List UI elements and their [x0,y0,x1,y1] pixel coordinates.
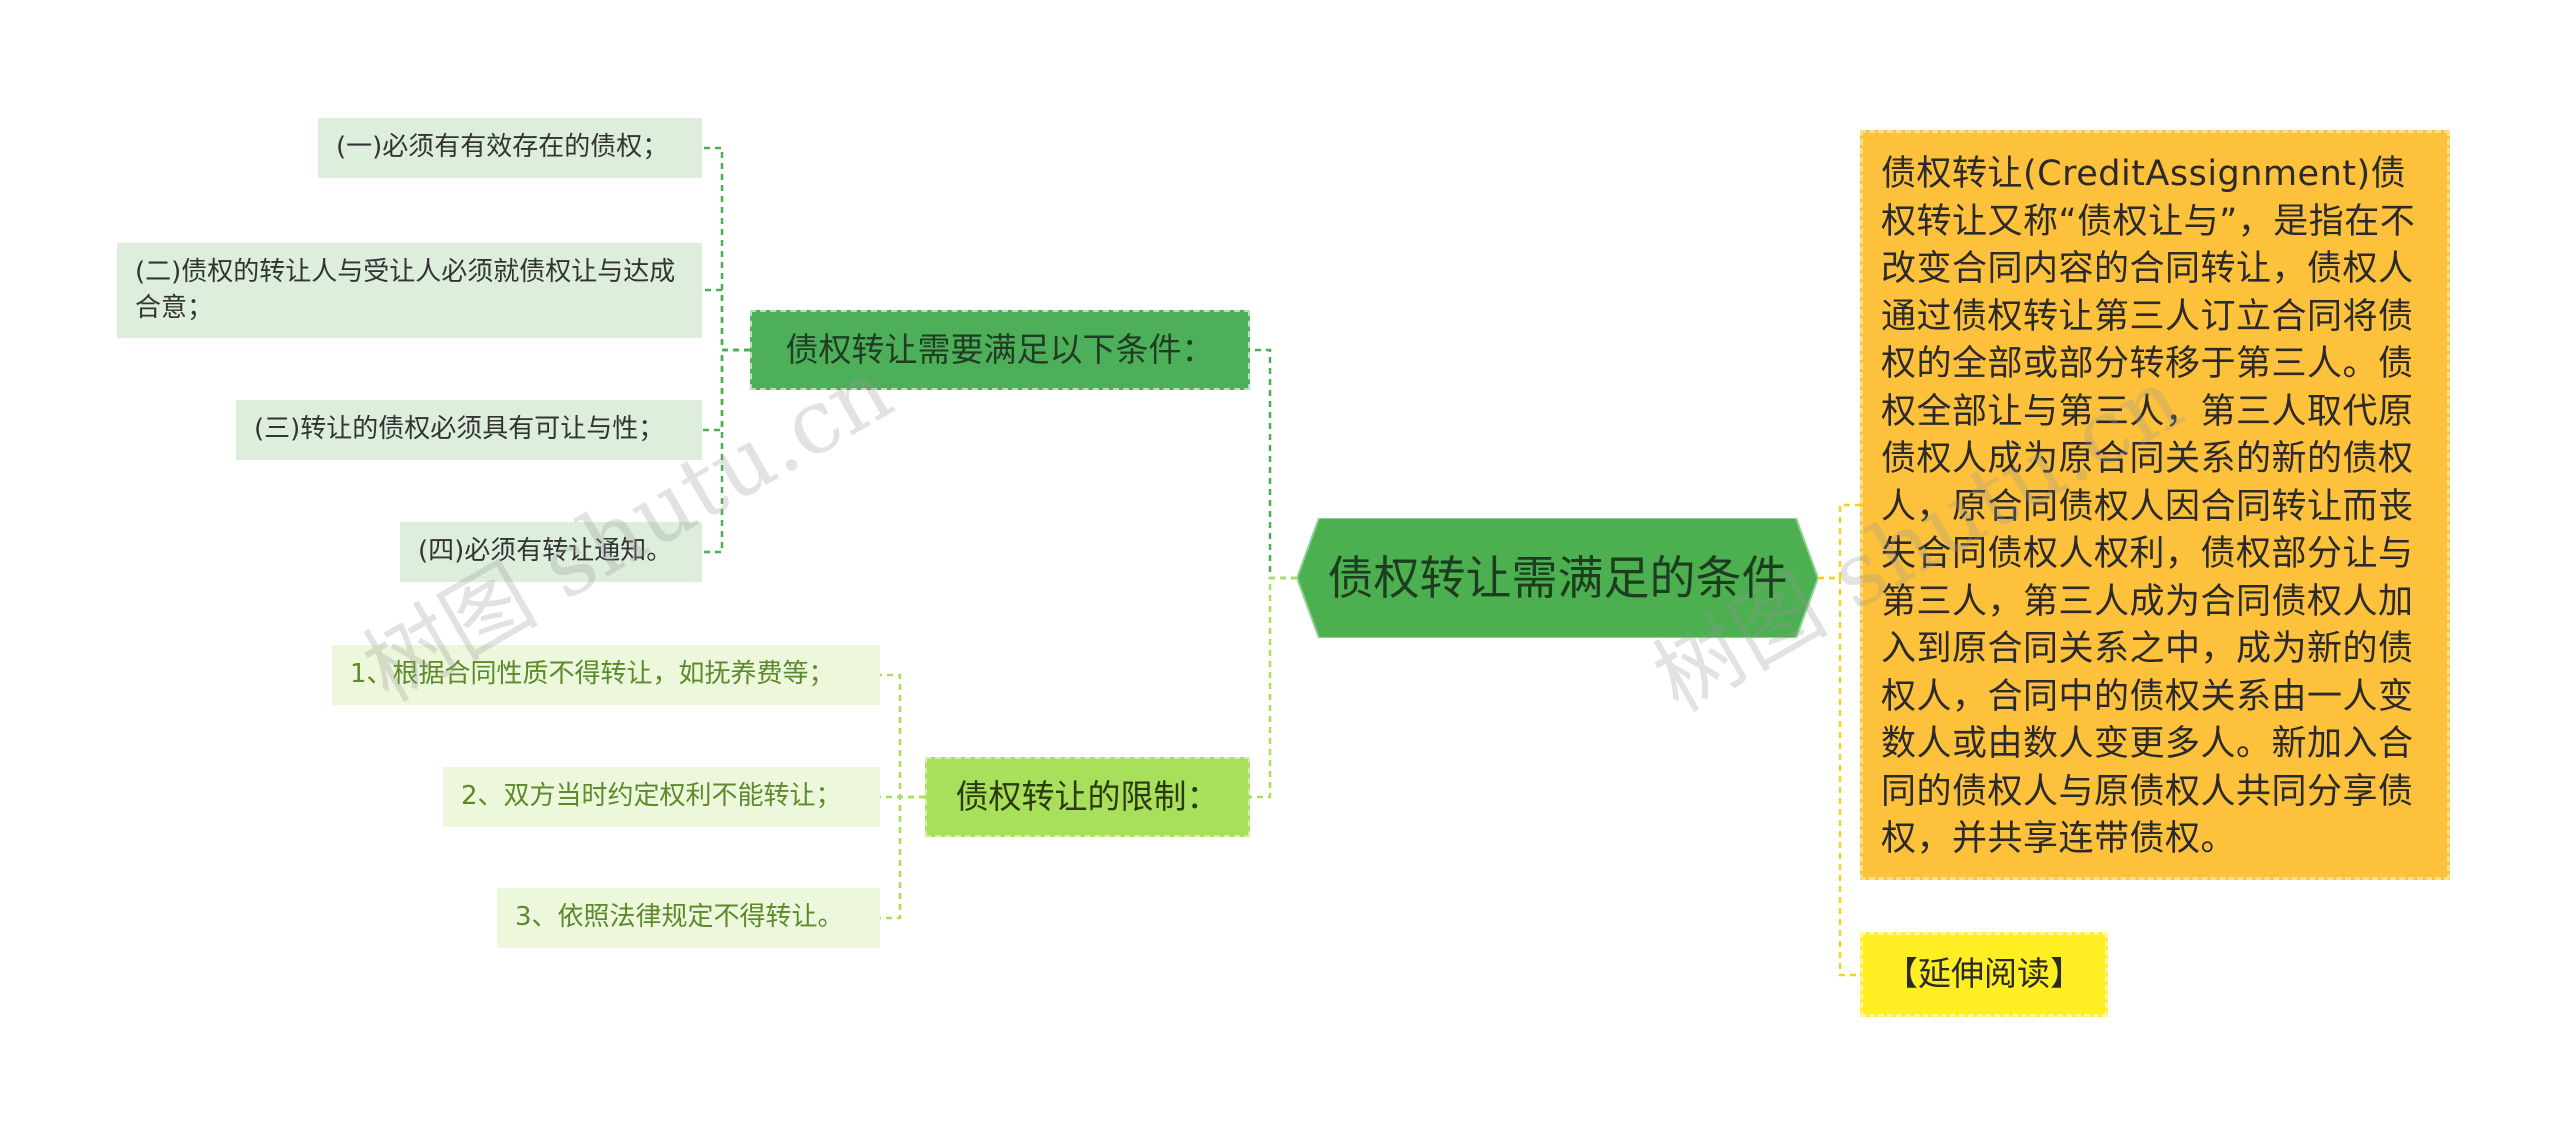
leaf-condition-2-label: (二)债权的转让人与受让人必须就债权让与达成合意； [135,257,676,323]
connector-branch-b-to-leaf-3 [880,795,925,920]
root-topic[interactable]: 债权转让需满足的条件 [1297,518,1818,638]
connector-root-to-branch-b [1250,576,1297,799]
root-topic-label: 债权转让需满足的条件 [1327,550,1788,605]
root-hexagon-shape [1297,518,1818,638]
leaf-condition-3-label: (三)转让的债权必须具有可让与性； [254,414,665,445]
leaf-condition-2[interactable]: (二)债权的转让人与受让人必须就债权让与达成合意； [117,243,702,338]
leaf-condition-3[interactable]: (三)转让的债权必须具有可让与性； [236,400,702,460]
connector-branch-a-to-leaf-2 [702,288,750,352]
extended-reading-label: 【延伸阅读】 [1885,954,2083,994]
leaf-restriction-1-label: 1、根据合同性质不得转让，如抚养费等； [350,659,835,690]
leaf-restriction-2[interactable]: 2、双方当时约定权利不能转让； [443,767,880,827]
branch-conditions-label: 债权转让需要满足以下条件： [785,329,1215,369]
leaf-restriction-1[interactable]: 1、根据合同性质不得转让，如抚养费等； [332,645,880,705]
leaf-condition-4[interactable]: (四)必须有转让通知。 [400,522,702,582]
connector-branch-a-to-leaf-1 [702,146,750,352]
branch-restrictions-label: 债权转让的限制： [955,776,1220,816]
description-box[interactable]: 债权转让(CreditAssignment)债权转让又称“债权让与”，是指在不改… [1860,130,2450,880]
description-text: 债权转让(CreditAssignment)债权转让又称“债权让与”，是指在不改… [1881,154,2416,859]
leaf-restriction-2-label: 2、双方当时约定权利不能转让； [461,781,842,812]
leaf-condition-1-label: (一)必须有有效存在的债权； [336,132,669,163]
branch-conditions[interactable]: 债权转让需要满足以下条件： [750,310,1250,390]
extended-reading-link[interactable]: 【延伸阅读】 [1860,932,2108,1017]
leaf-condition-4-label: (四)必须有转让通知。 [418,536,673,567]
leaf-condition-1[interactable]: (一)必须有有效存在的债权； [318,118,702,178]
connector-branch-a-to-leaf-4 [702,348,750,554]
leaf-restriction-3-label: 3、依照法律规定不得转让。 [515,902,844,933]
leaf-restriction-3[interactable]: 3、依照法律规定不得转让。 [497,888,880,948]
connector-branch-a-to-leaf-3 [702,348,750,432]
connector-root-to-description [1818,503,1860,580]
connector-root-to-extended-reading [1818,576,1860,977]
connector-branch-b-to-leaf-1 [880,673,925,799]
branch-restrictions[interactable]: 债权转让的限制： [925,757,1250,837]
connector-root-to-branch-a [1250,348,1297,580]
